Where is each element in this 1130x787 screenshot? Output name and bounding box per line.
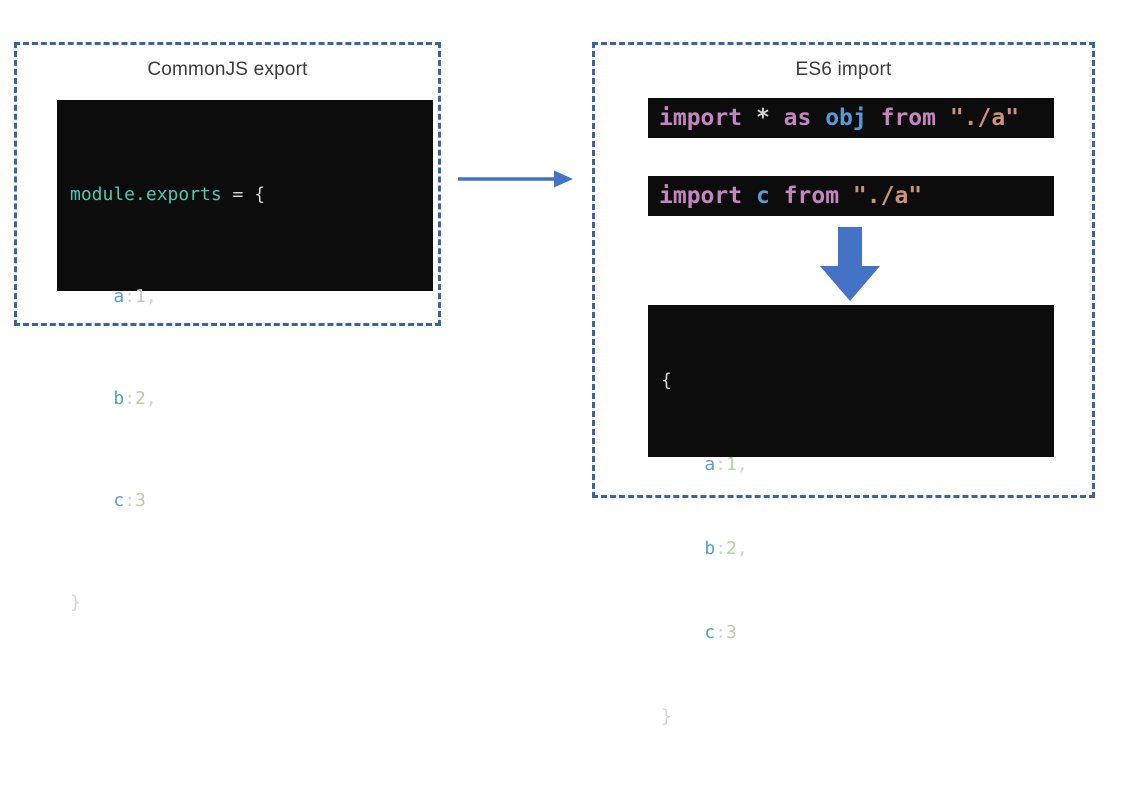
code-token: :: [715, 538, 727, 559]
code-token: as: [783, 105, 812, 131]
code-token: = {: [221, 184, 266, 205]
result-object-code-block: { a:1, b:2, c:3 }: [648, 305, 1054, 727]
down-arrow-icon: [820, 227, 880, 301]
code-line: module.exports = {: [70, 178, 420, 212]
code-token: c: [755, 183, 770, 209]
code-token: a: [113, 286, 125, 307]
code-token: [811, 105, 825, 131]
code-line: a:1,: [70, 280, 420, 314]
code-token: [661, 622, 704, 643]
code-token: ,: [736, 538, 748, 559]
code-token: obj: [825, 105, 867, 131]
code-token: "./a": [949, 105, 1020, 131]
code-token: import: [659, 105, 743, 131]
code-token: *: [742, 105, 784, 131]
es6-import-panel-title: ES6 import: [795, 59, 892, 80]
import-default-code-bar: import c from "./a": [648, 176, 1054, 216]
right-arrow-icon: [458, 170, 573, 188]
es6-import-panel: ES6 import import * as obj from "./a" im…: [592, 42, 1095, 727]
code-token: import: [659, 183, 743, 209]
code-token: ,: [145, 286, 157, 307]
code-token: ,: [145, 388, 157, 409]
code-token: 2: [135, 388, 146, 409]
code-token: [936, 105, 950, 131]
code-token: a: [704, 454, 716, 475]
code-token: }: [661, 706, 672, 727]
code-token: [839, 183, 853, 209]
commonjs-code-block: module.exports = { a:1, b:2, c:3 }: [57, 100, 433, 613]
code-token: "./a": [852, 183, 923, 209]
code-line: a:1,: [661, 451, 1041, 479]
code-token: [70, 388, 113, 409]
code-token: c: [704, 622, 716, 643]
import-star-code-bar: import * as obj from "./a": [648, 98, 1054, 138]
code-line: b:2,: [661, 535, 1041, 563]
code-token: b: [113, 388, 125, 409]
code-token: [661, 538, 704, 559]
code-token: 2: [726, 538, 737, 559]
code-token: from: [880, 105, 936, 131]
code-token: :: [715, 454, 727, 475]
code-token: c: [113, 490, 125, 511]
code-line: b:2,: [70, 382, 420, 416]
code-token: from: [783, 183, 840, 209]
code-token: b: [704, 538, 716, 559]
code-token: 1: [726, 454, 737, 475]
code-token: [70, 286, 113, 307]
code-token: [661, 454, 704, 475]
code-token: [867, 105, 881, 131]
code-token: [70, 490, 113, 511]
code-token: :: [124, 388, 136, 409]
code-token: :: [124, 286, 136, 307]
code-token: 1: [135, 286, 146, 307]
code-token: [770, 183, 784, 209]
commonjs-panel: CommonJS export module.exports = { a:1, …: [14, 42, 441, 613]
code-token: :: [124, 490, 136, 511]
code-token: }: [70, 592, 81, 613]
code-line: c:3: [70, 484, 420, 518]
code-line: c:3: [661, 619, 1041, 647]
code-line: }: [661, 703, 1041, 731]
code-token: :: [715, 622, 727, 643]
code-token: ,: [736, 454, 748, 475]
code-token: 3: [726, 622, 737, 643]
code-token: module.exports: [70, 184, 222, 205]
code-token: [742, 183, 756, 209]
code-line: {: [661, 367, 1041, 395]
commonjs-panel-title: CommonJS export: [147, 59, 308, 80]
code-line: }: [70, 586, 420, 620]
code-token: {: [661, 370, 672, 391]
code-token: 3: [135, 490, 146, 511]
